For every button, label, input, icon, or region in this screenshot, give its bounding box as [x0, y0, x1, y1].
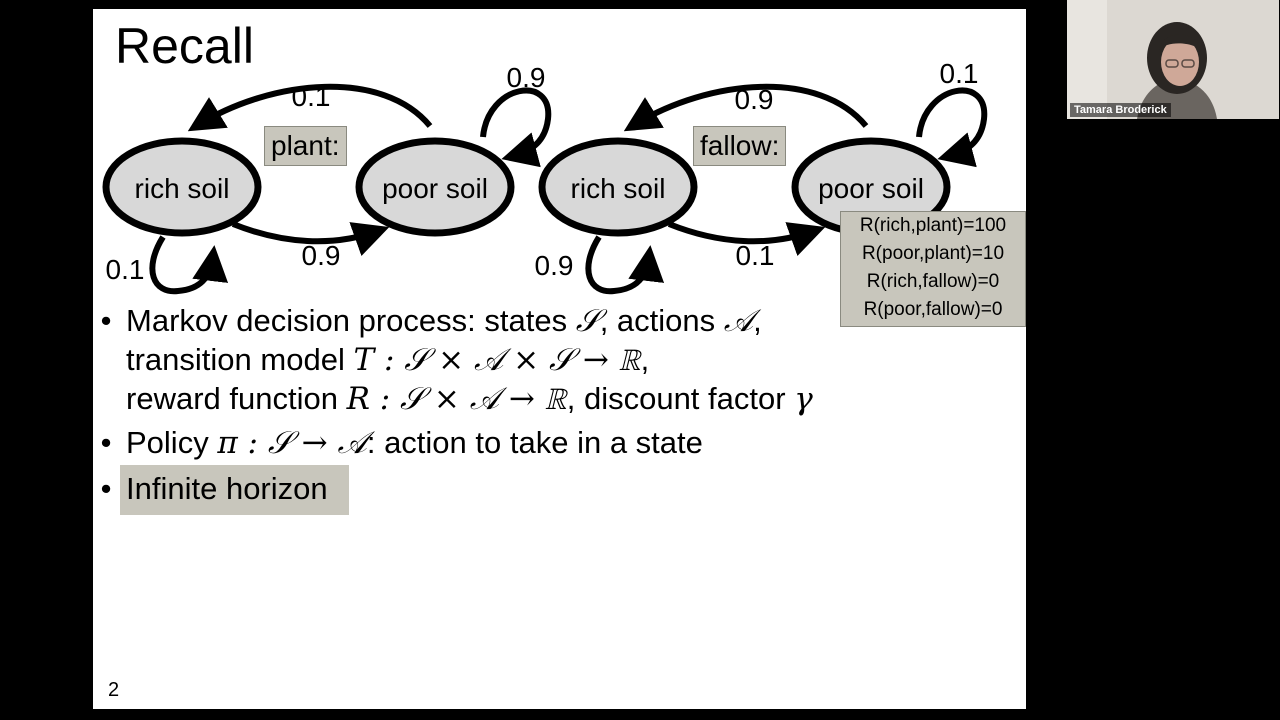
participant-video-avatar	[1067, 0, 1279, 119]
fallow-arrow-poor-to-rich	[623, 83, 869, 132]
plant-action-label: plant:	[264, 126, 347, 166]
fallow-prob-rich-to-poor: 0.1	[736, 240, 775, 271]
bullet-dot: •	[100, 425, 112, 460]
bullet-policy: • Policy π : 𝒮 → 𝒜: action to take in a …	[93, 423, 1023, 463]
transition-expr: T : 𝒮 × 𝒜 × 𝒮 → ℝ	[353, 342, 641, 378]
fallow-arrow-rich-self	[585, 235, 665, 295]
fallow-action-label: fallow:	[693, 126, 787, 166]
horizon-text: Infinite horizon	[126, 471, 328, 506]
states-symbol: 𝒮	[575, 303, 600, 339]
policy-text-a: Policy	[126, 425, 218, 460]
infinite-horizon-highlight	[120, 465, 349, 515]
fallow-arrow-rich-to-poor	[667, 221, 826, 256]
plant-diagram: rich soil poor soil 0.1 0.9 0.9 0.1	[102, 62, 552, 295]
mdp-text-3a: reward function	[126, 381, 347, 416]
policy-text-b: : action to take in a state	[366, 425, 703, 460]
participant-name-label: Tamara Broderick	[1070, 103, 1171, 117]
plant-arrow-rich-self	[149, 235, 229, 295]
reward-poor-fallow: R(poor,fallow)=0	[863, 299, 1003, 320]
plant-prob-poor-self: 0.9	[507, 62, 546, 93]
bullet-dot: •	[100, 303, 112, 338]
mdp-line-2: transition model T : 𝒮 × 𝒜 × 𝒮 → ℝ,	[126, 340, 649, 380]
mdp-text-1c: ,	[753, 303, 762, 338]
mdp-text-1a: Markov decision process: states	[126, 303, 576, 338]
plant-arrow-poor-to-rich	[187, 83, 433, 132]
participant-video-tile[interactable]: Tamara Broderick	[1067, 0, 1279, 119]
actions-symbol: 𝒜	[723, 303, 754, 339]
plant-arrow-rich-to-poor	[231, 221, 390, 256]
plant-poor-soil-node	[355, 137, 515, 237]
mdp-line-1: Markov decision process: states 𝒮, actio…	[126, 301, 762, 341]
gamma-symbol: γ	[794, 381, 813, 417]
plant-prob-rich-self: 0.1	[106, 254, 145, 285]
presentation-slide: Recall rich soil poor soil 0.1 0.9 0.9 0…	[93, 9, 1026, 709]
mdp-text-2b: ,	[640, 342, 650, 377]
fallow-prob-rich-self: 0.9	[535, 250, 574, 281]
fallow-rich-soil-node	[538, 137, 698, 237]
fallow-diagram: rich soil poor soil 0.9 0.1 0.1 0.9	[535, 58, 988, 295]
mdp-diagram: rich soil poor soil 0.1 0.9 0.9 0.1 rich…	[102, 58, 988, 295]
mdp-line-3: reward function R : 𝒮 × 𝒜 → ℝ, discount …	[126, 379, 813, 419]
plant-poor-soil-label: poor soil	[382, 173, 488, 204]
plant-arrow-poor-self	[480, 87, 552, 168]
plant-rich-soil-node	[102, 137, 262, 237]
policy-line: Policy π : 𝒮 → 𝒜: action to take in a st…	[126, 423, 703, 463]
fallow-prob-poor-to-rich: 0.9	[735, 84, 774, 115]
fallow-poor-soil-label: poor soil	[818, 173, 924, 204]
mdp-text-1b: , actions	[599, 303, 724, 338]
reward-expr: R : 𝒮 × 𝒜 → ℝ	[346, 381, 567, 417]
fallow-arrow-poor-self	[916, 87, 988, 168]
reward-poor-plant: R(poor,plant)=10	[861, 243, 1005, 264]
mdp-text-2a: transition model	[126, 342, 354, 377]
reward-rich-fallow: R(rich,fallow)=0	[866, 271, 1000, 292]
bullet-horizon: • Infinite horizon	[93, 469, 1023, 509]
fallow-prob-poor-self: 0.1	[940, 58, 979, 89]
reward-table: R(rich,plant)=100 R(poor,plant)=10 R(ric…	[840, 211, 1026, 327]
slide-number: 2	[108, 679, 120, 701]
bullet-mdp: • Markov decision process: states 𝒮, act…	[93, 301, 1023, 421]
fallow-rich-soil-label: rich soil	[571, 173, 666, 204]
reward-rich-plant: R(rich,plant)=100	[859, 215, 1007, 236]
slide-title: Recall	[115, 18, 254, 74]
mdp-text-3b: , discount factor	[566, 381, 795, 416]
plant-rich-soil-label: rich soil	[135, 173, 230, 204]
bullet-dot: •	[100, 471, 112, 506]
plant-prob-rich-to-poor: 0.9	[302, 240, 341, 271]
plant-prob-poor-to-rich: 0.1	[292, 81, 331, 112]
policy-expr: π : 𝒮 → 𝒜	[217, 425, 367, 461]
